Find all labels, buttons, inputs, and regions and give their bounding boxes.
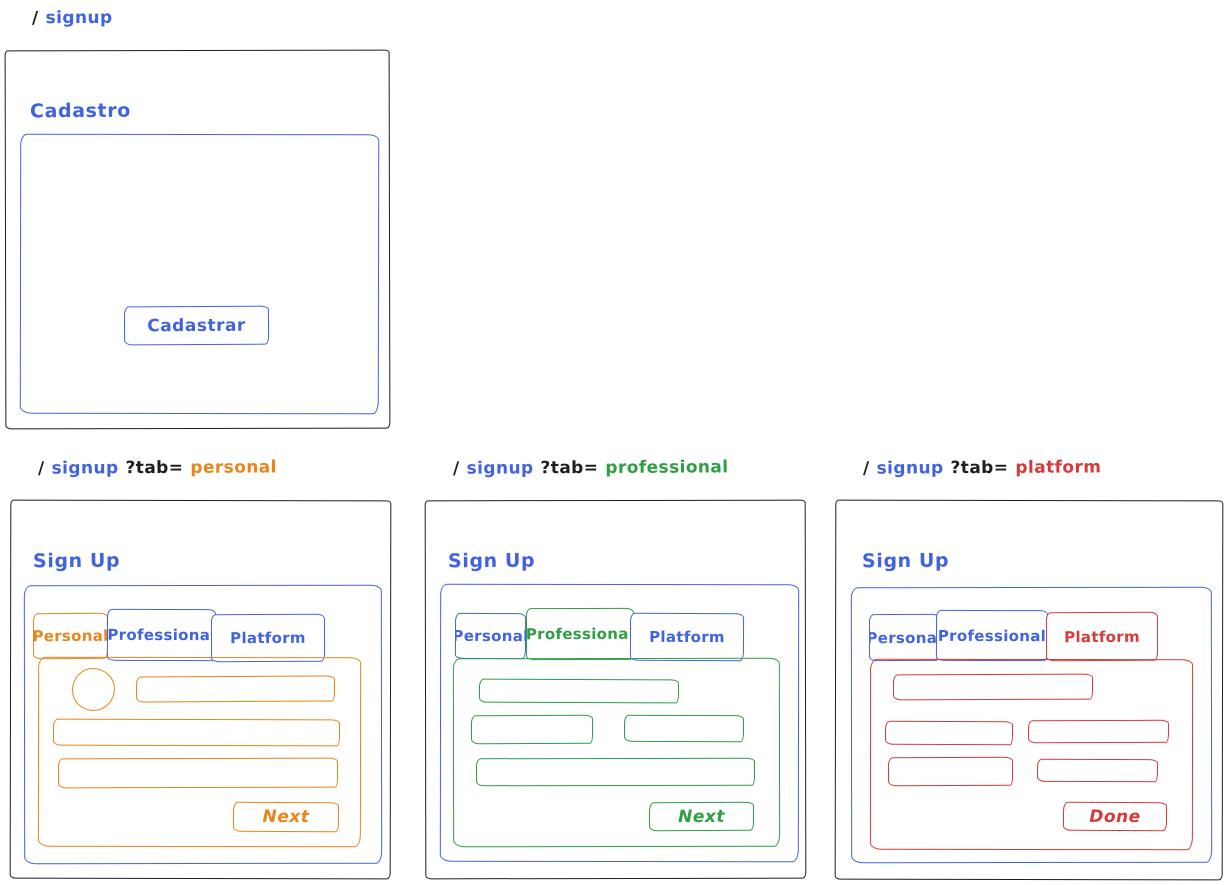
- frame-professional: Sign Up Personal Professional Platform N…: [424, 499, 807, 880]
- frame-platform: Sign Up Personal Professional Platform D…: [834, 499, 1224, 882]
- text-field[interactable]: [57, 757, 339, 789]
- signup-form-panel: [19, 133, 380, 415]
- text-field[interactable]: [52, 718, 341, 747]
- text-field-half[interactable]: [884, 720, 1014, 746]
- signup-page-title: Cadastro: [29, 99, 131, 123]
- frame-personal: Sign Up Personal Professional Platform N…: [9, 499, 392, 880]
- route-path: signup: [45, 7, 113, 29]
- route-label-personal: / signup ?tab= personal: [38, 457, 284, 478]
- tab-personal[interactable]: Personal: [32, 612, 109, 660]
- cadastrar-button[interactable]: Cadastrar: [123, 305, 270, 346]
- frame-signup: Cadastro Cadastrar: [4, 49, 391, 430]
- route-slash: /: [37, 458, 45, 479]
- tab-personal[interactable]: Personal: [454, 612, 527, 660]
- text-field[interactable]: [478, 678, 680, 704]
- tab-personal[interactable]: Personal: [868, 613, 941, 662]
- text-field-half[interactable]: [887, 756, 1014, 787]
- route-slash: /: [452, 458, 460, 479]
- route-label-platform: / signup ?tab= platform: [863, 457, 1108, 478]
- next-button[interactable]: Next: [232, 801, 340, 833]
- name-field[interactable]: [135, 675, 336, 703]
- platform-page-title: Sign Up: [861, 549, 950, 573]
- text-field-half[interactable]: [1027, 719, 1170, 744]
- route-query: ?tab=: [950, 457, 1009, 479]
- route-slash: /: [31, 8, 39, 29]
- tab-professional[interactable]: Professional: [106, 608, 217, 662]
- personal-page-title: Sign Up: [32, 549, 121, 573]
- next-button[interactable]: Next: [648, 801, 755, 832]
- tab-professional[interactable]: Professional: [935, 609, 1049, 662]
- text-field-half[interactable]: [1036, 758, 1159, 783]
- route-path: signup: [876, 458, 944, 479]
- route-query: ?tab=: [540, 457, 599, 479]
- route-tab-value: personal: [190, 457, 277, 478]
- route-tab-value: professional: [605, 457, 729, 478]
- tab-professional[interactable]: Professional: [525, 607, 635, 661]
- route-slash: /: [862, 458, 870, 479]
- text-field[interactable]: [892, 673, 1094, 701]
- route-query: ?tab=: [125, 457, 184, 479]
- tab-platform[interactable]: Platform: [210, 613, 326, 663]
- tab-platform[interactable]: Platform: [629, 612, 745, 662]
- route-path: signup: [51, 458, 119, 479]
- done-button[interactable]: Done: [1062, 801, 1168, 832]
- route-path: signup: [466, 458, 534, 479]
- text-field-half[interactable]: [470, 714, 594, 745]
- route-tab-value: platform: [1015, 457, 1102, 478]
- route-label-signup: / signup: [32, 8, 120, 28]
- avatar-circle[interactable]: [72, 668, 115, 711]
- text-field-half[interactable]: [623, 714, 745, 743]
- professional-page-title: Sign Up: [447, 549, 536, 573]
- tab-platform[interactable]: Platform: [1045, 611, 1159, 662]
- route-label-professional: / signup ?tab= professional: [453, 457, 736, 478]
- text-field[interactable]: [475, 757, 756, 787]
